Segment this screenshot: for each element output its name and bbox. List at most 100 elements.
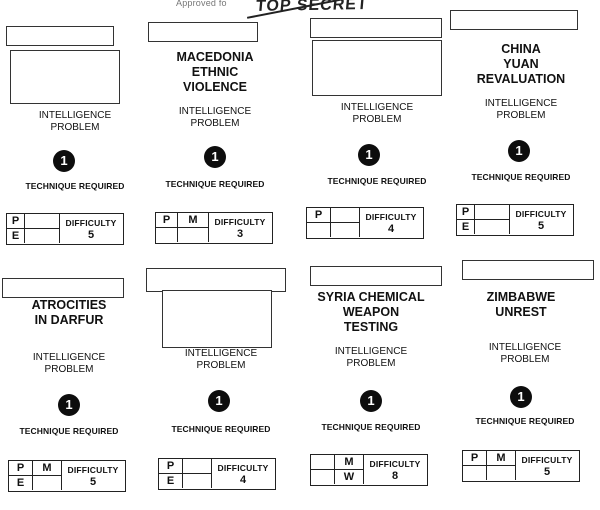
label-box [462,260,594,280]
card-7: SYRIA CHEMICAL WEAPON TESTING INTELLIGEN… [296,262,446,502]
grid-cell [475,205,510,220]
difficulty-grid: M W DIFFICULTY 8 [310,454,428,486]
technique-count-badge: 1 [58,394,80,416]
grid-cell [25,214,60,229]
difficulty-value: 4 [387,223,395,235]
card-6: INTELLIGENCE PROBLEM 1 TECHNIQUE REQUIRE… [144,264,294,504]
difficulty-grid: P DIFFICULTY 4 [306,207,424,239]
difficulty-value: 5 [543,466,551,478]
grid-cell [33,476,62,490]
difficulty-label: DIFFICULTY [515,209,567,219]
card-1: INTELLIGENCE PROBLEM 1 TECHNIQUE REQUIRE… [0,18,150,258]
technique-count-badge: 1 [358,144,380,166]
grid-cell: P [463,451,487,466]
grid-cell: W [335,470,364,484]
grid-cell: E [457,220,475,234]
grid-cell: E [7,229,25,243]
intelligence-problem-label: INTELLIGENCE PROBLEM [340,102,414,125]
difficulty-label: DIFFICULTY [369,459,421,469]
difficulty-label: DIFFICULTY [217,463,269,473]
difficulty-section: DIFFICULTY 8 [364,455,426,484]
problem-title: MACEDONIA ETHNIC VIOLENCE [176,50,254,94]
card-5: ATROCITIES IN DARFUR INTELLIGENCE PROBLE… [0,270,150,510]
grid-cell: P [7,214,25,229]
intelligence-problem-label: INTELLIGENCE PROBLEM [484,98,558,121]
problem-title: CHINA YUAN REVALUATION [476,42,566,86]
card-2: MACEDONIA ETHNIC VIOLENCE INTELLIGENCE P… [140,14,290,254]
difficulty-value: 3 [236,228,244,240]
intelligence-problem-label: INTELLIGENCE PROBLEM [184,348,258,371]
difficulty-section: DIFFICULTY 5 [60,214,122,243]
difficulty-section: DIFFICULTY 5 [516,451,578,480]
label-box [310,18,442,38]
difficulty-grid: P M DIFFICULTY 5 [462,450,580,482]
intelligence-problem-label: INTELLIGENCE PROBLEM [488,342,562,365]
image-placeholder [312,40,442,96]
grid-cell: M [487,451,516,466]
technique-count-badge: 1 [204,146,226,168]
label-box [148,22,258,42]
grid-cell [25,229,60,243]
grid-cell: P [159,459,183,474]
difficulty-value: 5 [89,476,97,488]
grid-cell: M [178,213,209,228]
difficulty-label: DIFFICULTY [214,217,266,227]
difficulty-label: DIFFICULTY [67,465,119,475]
difficulty-value: 8 [391,470,399,482]
page-header: Approved fo TOP SECRET [0,0,600,20]
difficulty-value: 5 [87,229,95,241]
difficulty-value: 5 [537,220,545,232]
technique-count-badge: 1 [208,390,230,412]
grid-cell: E [9,476,33,490]
difficulty-value: 4 [239,474,247,486]
grid-cell [178,228,209,242]
grid-cell: P [9,461,33,476]
technique-required-label: TECHNIQUE REQUIRED [475,416,575,426]
grid-cell [183,459,212,474]
difficulty-label: DIFFICULTY [365,212,417,222]
card-3: INTELLIGENCE PROBLEM 1 TECHNIQUE REQUIRE… [296,10,446,250]
difficulty-section: DIFFICULTY 5 [62,461,124,490]
image-placeholder [162,290,272,348]
grid-cell [183,474,212,488]
technique-required-label: TECHNIQUE REQUIRED [471,172,571,182]
approval-text: Approved fo [176,0,227,8]
grid-cell [311,455,335,470]
grid-cell [331,208,360,223]
difficulty-grid: P M E DIFFICULTY 5 [8,460,126,492]
grid-cell [156,228,178,242]
difficulty-label: DIFFICULTY [65,218,117,228]
technique-required-label: TECHNIQUE REQUIRED [19,426,119,436]
label-box [310,266,442,286]
label-box [6,26,114,46]
label-box [2,278,124,298]
technique-required-label: TECHNIQUE REQUIRED [165,179,265,189]
image-placeholder [10,50,120,104]
technique-required-label: TECHNIQUE REQUIRED [171,424,271,434]
problem-title: ATROCITIES IN DARFUR [31,298,107,327]
intelligence-problem-label: INTELLIGENCE PROBLEM [334,346,408,369]
grid-cell [487,466,516,480]
technique-required-label: TECHNIQUE REQUIRED [25,181,125,191]
label-box [450,10,578,30]
grid-cell [475,220,510,234]
difficulty-grid: P E DIFFICULTY 5 [6,213,124,245]
card-8: ZIMBABWE UNREST INTELLIGENCE PROBLEM 1 T… [446,256,596,496]
difficulty-section: DIFFICULTY 4 [212,459,274,488]
difficulty-grid: P M DIFFICULTY 3 [155,212,273,244]
problem-title: ZIMBABWE UNREST [486,290,556,319]
grid-cell [463,466,487,480]
grid-cell: P [307,208,331,223]
grid-cell: M [335,455,364,470]
problem-title: SYRIA CHEMICAL WEAPON TESTING [317,290,425,334]
grid-cell [331,223,360,237]
technique-count-badge: 1 [360,390,382,412]
difficulty-section: DIFFICULTY 3 [209,213,271,242]
grid-cell: P [156,213,178,228]
intelligence-problem-label: INTELLIGENCE PROBLEM [178,106,252,129]
difficulty-grid: P E DIFFICULTY 5 [456,204,574,236]
label-box [146,268,286,292]
grid-cell [307,223,331,237]
technique-required-label: TECHNIQUE REQUIRED [321,422,421,432]
difficulty-section: DIFFICULTY 4 [360,208,422,237]
